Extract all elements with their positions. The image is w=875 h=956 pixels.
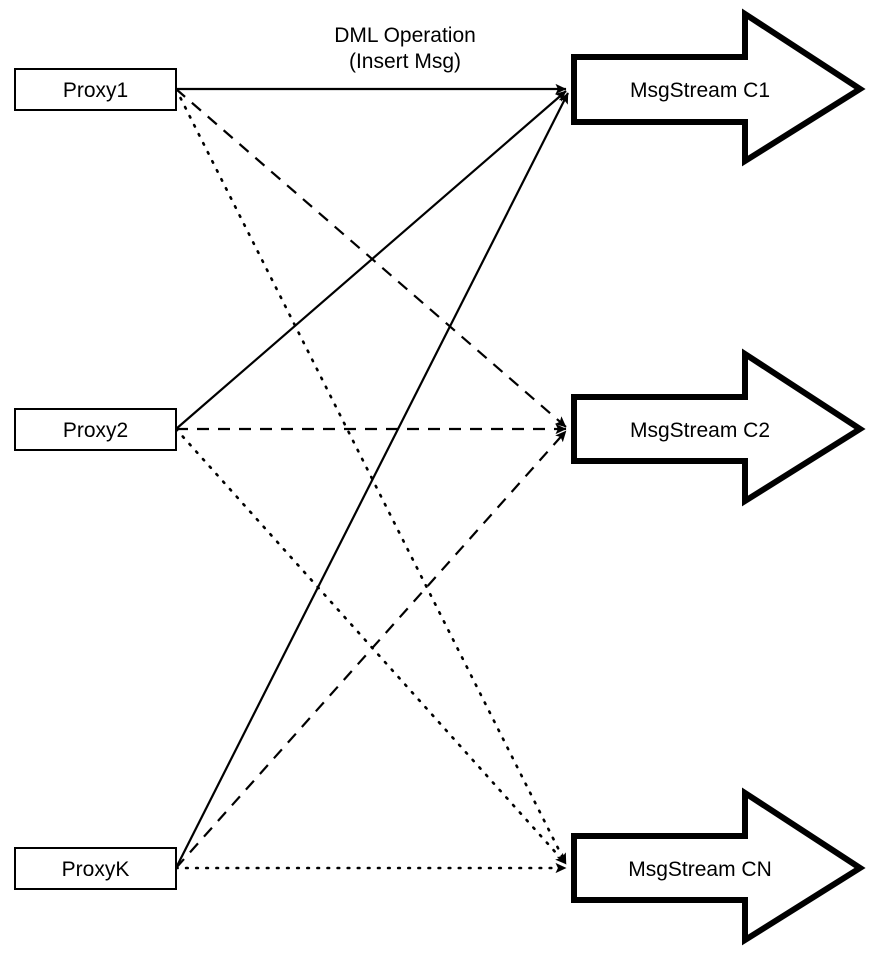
- msgstream-group: MsgStream C1 MsgStream C2 MsgStream CN: [571, 8, 866, 946]
- msgstream-c1-label: MsgStream C1: [630, 79, 770, 102]
- link-proxy1-to-msgstream-cn[interactable]: [174, 87, 568, 866]
- msgstream-node-c2[interactable]: MsgStream C2: [571, 348, 866, 507]
- msgstream-c2-label: MsgStream C2: [630, 419, 770, 442]
- proxy-group: Proxy1 Proxy2 ProxyK: [14, 68, 177, 890]
- proxyk-label: ProxyK: [62, 858, 130, 881]
- link-group: [174, 83, 569, 874]
- link-proxy2-to-msgstream-c1[interactable]: [175, 90, 567, 430]
- dml-operation-caption: DML Operation (Insert Msg): [334, 24, 476, 73]
- msgstream-c1-block-arrow[interactable]: [571, 8, 866, 167]
- msgstream-node-cn[interactable]: MsgStream CN: [571, 787, 866, 946]
- proxy1-label: Proxy1: [63, 79, 128, 102]
- proxy-node-proxy2[interactable]: Proxy2: [14, 408, 177, 451]
- msgstream-c2-block-arrow[interactable]: [571, 348, 866, 507]
- proxy-node-proxyk[interactable]: ProxyK: [14, 847, 177, 890]
- proxy2-box[interactable]: [14, 408, 177, 451]
- msgstream-cn-block-arrow[interactable]: [571, 787, 866, 946]
- caption-line-1: DML Operation: [334, 24, 476, 47]
- msgstream-node-c1[interactable]: MsgStream C1: [571, 8, 866, 167]
- msgstream-cn-label: MsgStream CN: [628, 858, 772, 881]
- proxy2-label: Proxy2: [63, 419, 128, 442]
- proxy-node-proxy1[interactable]: Proxy1: [14, 68, 177, 111]
- link-proxy1-to-msgstream-c2[interactable]: [175, 88, 567, 428]
- caption-line-2: (Insert Msg): [349, 50, 461, 73]
- link-proxyk-to-msgstream-c1[interactable]: [175, 92, 569, 869]
- link-proxy2-to-msgstream-cn[interactable]: [174, 427, 568, 866]
- proxy1-box[interactable]: [14, 68, 177, 111]
- proxyk-box[interactable]: [14, 847, 177, 890]
- link-proxyk-to-msgstream-c2[interactable]: [175, 430, 567, 869]
